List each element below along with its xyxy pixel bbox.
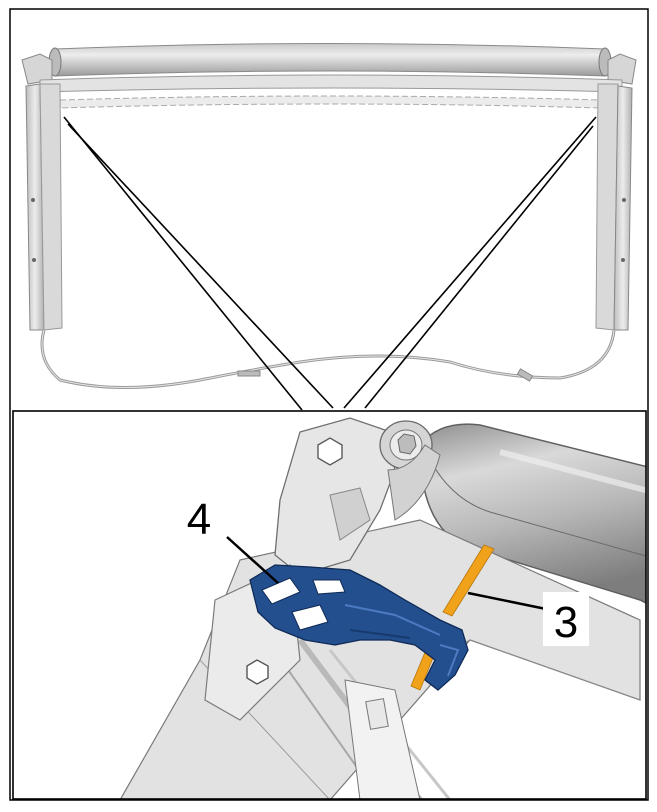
detail-view <box>119 417 646 799</box>
cross-bar <box>39 74 623 93</box>
bracket-left <box>21 53 53 85</box>
screw-head <box>379 420 433 470</box>
rail-left-inner <box>39 83 63 331</box>
detail-frame <box>12 410 647 800</box>
leader-lines <box>63 116 597 411</box>
clamp-ring <box>387 444 441 521</box>
rail-right-outer <box>613 85 633 331</box>
hex-hole <box>317 437 343 466</box>
outer-frame <box>9 8 649 801</box>
bracket-right <box>607 53 637 85</box>
guide-block <box>344 679 421 799</box>
tape-strip-upper <box>442 544 495 617</box>
hex-hole-lower <box>246 659 269 685</box>
overview-assembly <box>21 43 637 389</box>
roller-tube <box>54 43 606 77</box>
callout-label-3: 3 <box>554 598 578 647</box>
callout-label-4: 4 <box>187 495 211 544</box>
callout-3: 3 <box>467 591 589 647</box>
clip-part-4 <box>249 564 469 691</box>
tube-detail <box>419 423 646 604</box>
pull-bar <box>59 95 601 109</box>
callout-4: 4 <box>176 490 279 584</box>
